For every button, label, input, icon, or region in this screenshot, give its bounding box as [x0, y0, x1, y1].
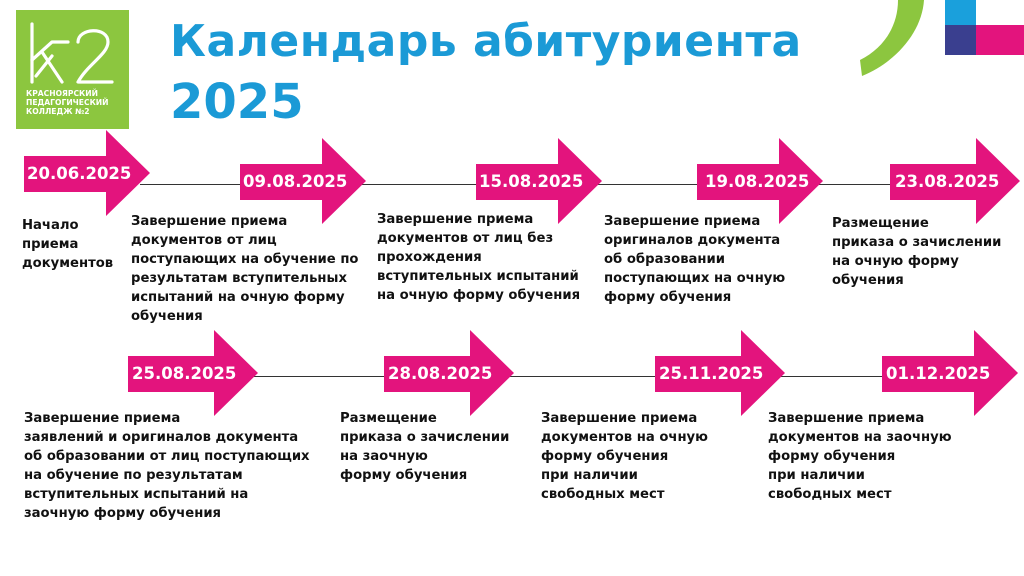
desc-line: обучения [131, 309, 203, 324]
desc-line: Завершение приема [604, 214, 761, 229]
logo-text-line: КОЛЛЕДЖ №2 [26, 107, 90, 116]
event-description-4: Завершение приема оригиналов документа о… [604, 212, 785, 307]
desc-line: поступающих на обучение по [131, 252, 359, 267]
logo-text: КРАСНОЯРСКИЙ ПЕДАГОГИЧЕСКИЙ КОЛЛЕДЖ №2 [26, 89, 126, 116]
arrow-date: 09.08.2025 [243, 172, 348, 191]
desc-line: испытаний на очную форму [131, 290, 345, 305]
desc-line: об образовании [604, 252, 726, 267]
desc-line: на заочную [340, 449, 428, 464]
desc-line: на обучение по результатам [24, 468, 243, 483]
desc-line: поступающих на очную [604, 271, 786, 286]
arrow-date: 25.11.2025 [659, 364, 764, 383]
desc-line: форму обучения [604, 290, 732, 305]
desc-line: на очную форму [832, 254, 959, 269]
arrow-shape [128, 330, 258, 416]
event-description-6: Завершение приема заявлений и оригиналов… [24, 409, 310, 523]
desc-line: Размещение [832, 216, 929, 231]
desc-line: документов на заочную [768, 430, 952, 445]
event-description-8: Завершение приема документов на очную фо… [541, 409, 708, 504]
desc-line: документов от лиц без [377, 231, 554, 246]
timeline-arrow-7: 28.08.2025 [384, 330, 514, 416]
desc-line: форму обучения [340, 468, 468, 483]
desc-line: Начало [22, 218, 79, 233]
arrow-date: 25.08.2025 [132, 364, 237, 383]
k2-logo-mark [30, 22, 114, 84]
page-title: Календарь абитуриента [170, 16, 802, 67]
desc-line: Размещение [340, 411, 437, 426]
event-description-5: Размещение приказа о зачислении на очную… [832, 214, 1001, 290]
desc-line: форму обучения [541, 449, 669, 464]
desc-line: Завершение приема [24, 411, 181, 426]
arrow-date: 20.06.2025 [27, 164, 132, 183]
arrow-shape [882, 330, 1018, 416]
green-arc-shape [860, 0, 924, 76]
pink-square-shape [976, 25, 1024, 55]
timeline-arrow-6: 25.08.2025 [128, 330, 258, 416]
desc-line: приказа о зачислении [832, 235, 1002, 250]
desc-line: Завершение приема [768, 411, 925, 426]
event-description-2: Завершение приема документов от лиц пост… [131, 212, 359, 326]
desc-line: результатам вступительных [131, 271, 347, 286]
timeline-arrow-5: 23.08.2025 [890, 138, 1020, 224]
arrow-date: 28.08.2025 [388, 364, 493, 383]
desc-line: заочную форму обучения [24, 506, 222, 521]
event-description-1: Начало приема документов [22, 216, 113, 273]
desc-line: приема [22, 237, 79, 252]
arrow-shape [24, 130, 150, 216]
arrow-shape [476, 138, 602, 224]
arrow-date: 23.08.2025 [895, 172, 1000, 191]
desc-line: свободных мест [768, 487, 892, 502]
blue-square-shape [945, 0, 976, 25]
college-logo: КРАСНОЯРСКИЙ ПЕДАГОГИЧЕСКИЙ КОЛЛЕДЖ №2 [16, 10, 129, 129]
event-description-3: Завершение приема документов от лиц без … [377, 210, 580, 305]
arrow-date: 15.08.2025 [479, 172, 584, 191]
arrow-date: 01.12.2025 [886, 364, 991, 383]
arrow-shape [890, 138, 1020, 224]
arrow-shape [697, 138, 823, 224]
desc-line: свободных мест [541, 487, 665, 502]
logo-text-line: ПЕДАГОГИЧЕСКИЙ [26, 98, 109, 107]
arrow-date: 19.08.2025 [705, 172, 810, 191]
timeline-arrow-8: 25.11.2025 [655, 330, 785, 416]
desc-line: вступительных испытаний на [24, 487, 249, 502]
desc-line: документов [22, 256, 114, 271]
desc-line: на очную форму обучения [377, 288, 581, 303]
desc-line: приказа о зачислении [340, 430, 510, 445]
arrow-shape [384, 330, 514, 416]
desc-line: документов от лиц [131, 233, 277, 248]
desc-line: Завершение приема [377, 212, 534, 227]
desc-line: форму обучения [768, 449, 896, 464]
desc-line: вступительных испытаний [377, 269, 579, 284]
arrow-shape [240, 138, 366, 224]
navy-square-shape [945, 25, 976, 55]
timeline-arrow-1: 20.06.2025 [24, 130, 150, 216]
desc-line: об образовании от лиц поступающих [24, 449, 310, 464]
desc-line: Завершение приема [541, 411, 698, 426]
page-year: 2025 [170, 74, 304, 130]
desc-line: заявлений и оригиналов документа [24, 430, 299, 445]
event-description-7: Размещение приказа о зачислении на заочн… [340, 409, 509, 485]
timeline-line-row2 [240, 376, 900, 377]
desc-line: при наличии [541, 468, 638, 483]
desc-line: при наличии [768, 468, 865, 483]
timeline-arrow-9: 01.12.2025 [882, 330, 1018, 416]
desc-line: прохождения [377, 250, 482, 265]
arrow-shape [655, 330, 785, 416]
timeline-arrow-4: 19.08.2025 [697, 138, 823, 224]
logo-text-line: КРАСНОЯРСКИЙ [26, 89, 98, 98]
corner-decoration [860, 0, 1024, 76]
desc-line: документов на очную [541, 430, 708, 445]
desc-line: оригиналов документа [604, 233, 781, 248]
timeline-arrow-2: 09.08.2025 [240, 138, 366, 224]
desc-line: Завершение приема [131, 214, 288, 229]
timeline-arrow-3: 15.08.2025 [476, 138, 602, 224]
desc-line: обучения [832, 273, 904, 288]
event-description-9: Завершение приема документов на заочную … [768, 409, 952, 504]
